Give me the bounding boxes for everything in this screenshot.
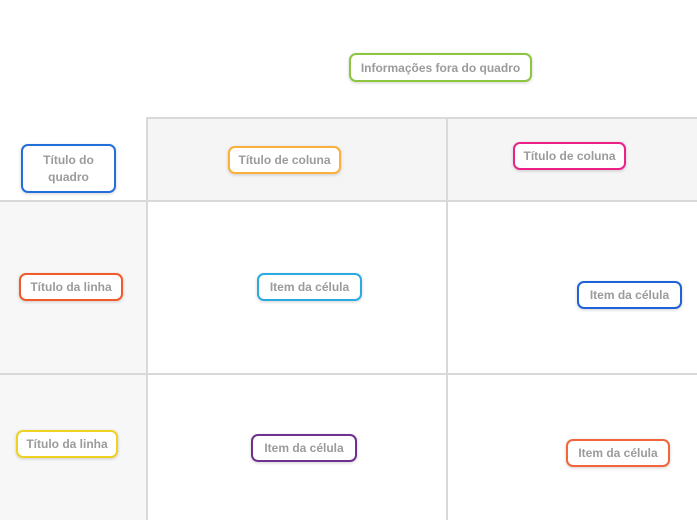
grid-line-header-bottom xyxy=(0,200,697,202)
cell-item-card-r1c1[interactable]: Item da célula xyxy=(257,273,362,301)
column-header-card-2[interactable]: Título de coluna xyxy=(513,142,626,170)
grid-line-top xyxy=(146,117,697,119)
column-header-card-1[interactable]: Título de coluna xyxy=(228,146,341,174)
grid-line-vertical-1 xyxy=(146,117,148,520)
row-header-card-2[interactable]: Título da linha xyxy=(16,430,118,458)
row-header-card-1[interactable]: Título da linha xyxy=(19,273,123,301)
cell-item-card-r2c2[interactable]: Item da célula xyxy=(566,439,670,467)
board-title-card[interactable]: Título do quadro xyxy=(21,144,116,193)
cell-item-card-r2c1[interactable]: Item da célula xyxy=(251,434,357,462)
grid-line-vertical-2 xyxy=(446,117,448,520)
cell-item-card-r1c2[interactable]: Item da célula xyxy=(577,281,682,309)
outside-info-card[interactable]: Informações fora do quadro xyxy=(349,53,532,82)
row-header-background xyxy=(0,202,147,520)
grid-line-row-divider xyxy=(0,373,697,375)
